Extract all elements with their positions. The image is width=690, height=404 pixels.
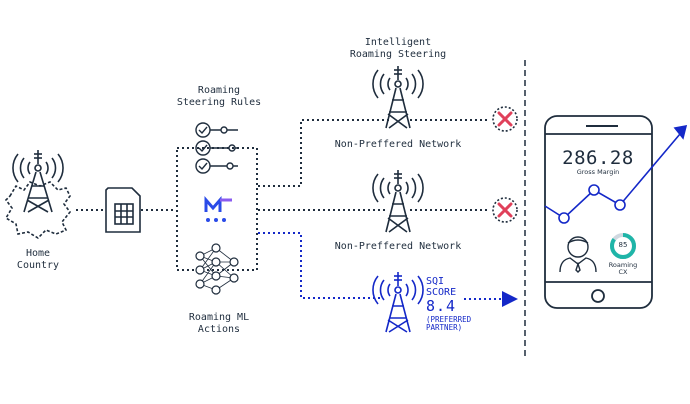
brand-logo-icon	[204, 196, 232, 222]
preferred-note-line1: (PREFERRED	[426, 315, 472, 324]
home-country-icon	[4, 181, 72, 240]
roaming-cx-label: Roaming CX	[598, 262, 648, 276]
cx-label-line2: CX	[618, 268, 628, 276]
network-2-label: Non-Preffered Network	[334, 241, 462, 252]
sqi-score-block: SQI SCORE 8.4 (PREFERRED PARTNER)	[426, 276, 471, 332]
sim-card-icon	[105, 187, 141, 233]
link-to-network-1	[258, 119, 390, 187]
sqi-score-value: 8.4	[426, 297, 457, 315]
ml-label-line2: Actions	[197, 324, 241, 335]
steering-label-line2: Roaming Steering	[349, 49, 447, 60]
neural-network-icon	[195, 243, 239, 295]
link-to-partner	[258, 232, 380, 299]
preferred-note-line2: PARTNER)	[426, 323, 463, 332]
smartphone-icon	[544, 115, 653, 309]
engine-box	[176, 147, 258, 271]
rules-label-line2: Steering Rules	[176, 97, 262, 108]
steering-label-line1: Intelligent	[364, 37, 432, 48]
gross-margin-value: 286.28	[562, 147, 634, 169]
ml-label-line1: Roaming ML	[188, 312, 250, 323]
cell-tower-icon	[372, 170, 424, 233]
rules-label-line1: Roaming	[197, 85, 241, 96]
home-label-line1: Home	[25, 248, 51, 259]
gross-margin-label: Gross Margin	[576, 168, 620, 176]
score-label: SCORE	[426, 287, 457, 298]
block-x-icon	[492, 106, 518, 132]
user-avatar-icon	[559, 236, 597, 273]
network-1-label: Non-Preffered Network	[334, 139, 462, 150]
sqi-label: SQI	[426, 276, 445, 287]
block-x-icon	[492, 197, 518, 223]
home-country-label: Home Country	[2, 248, 74, 272]
ml-actions-label: Roaming ML Actions	[166, 312, 272, 336]
steering-label: Intelligent Roaming Steering	[330, 37, 466, 61]
trend-arrow-icon	[544, 124, 688, 224]
cell-tower-icon	[372, 272, 424, 333]
cx-score-value: 85	[618, 241, 628, 249]
donut-gauge-icon	[610, 233, 636, 259]
home-label-line2: Country	[16, 260, 60, 271]
rules-label: Roaming Steering Rules	[160, 85, 278, 109]
cx-label-line1: Roaming	[608, 261, 638, 269]
cell-tower-icon	[12, 150, 64, 213]
cell-tower-icon	[372, 66, 424, 129]
